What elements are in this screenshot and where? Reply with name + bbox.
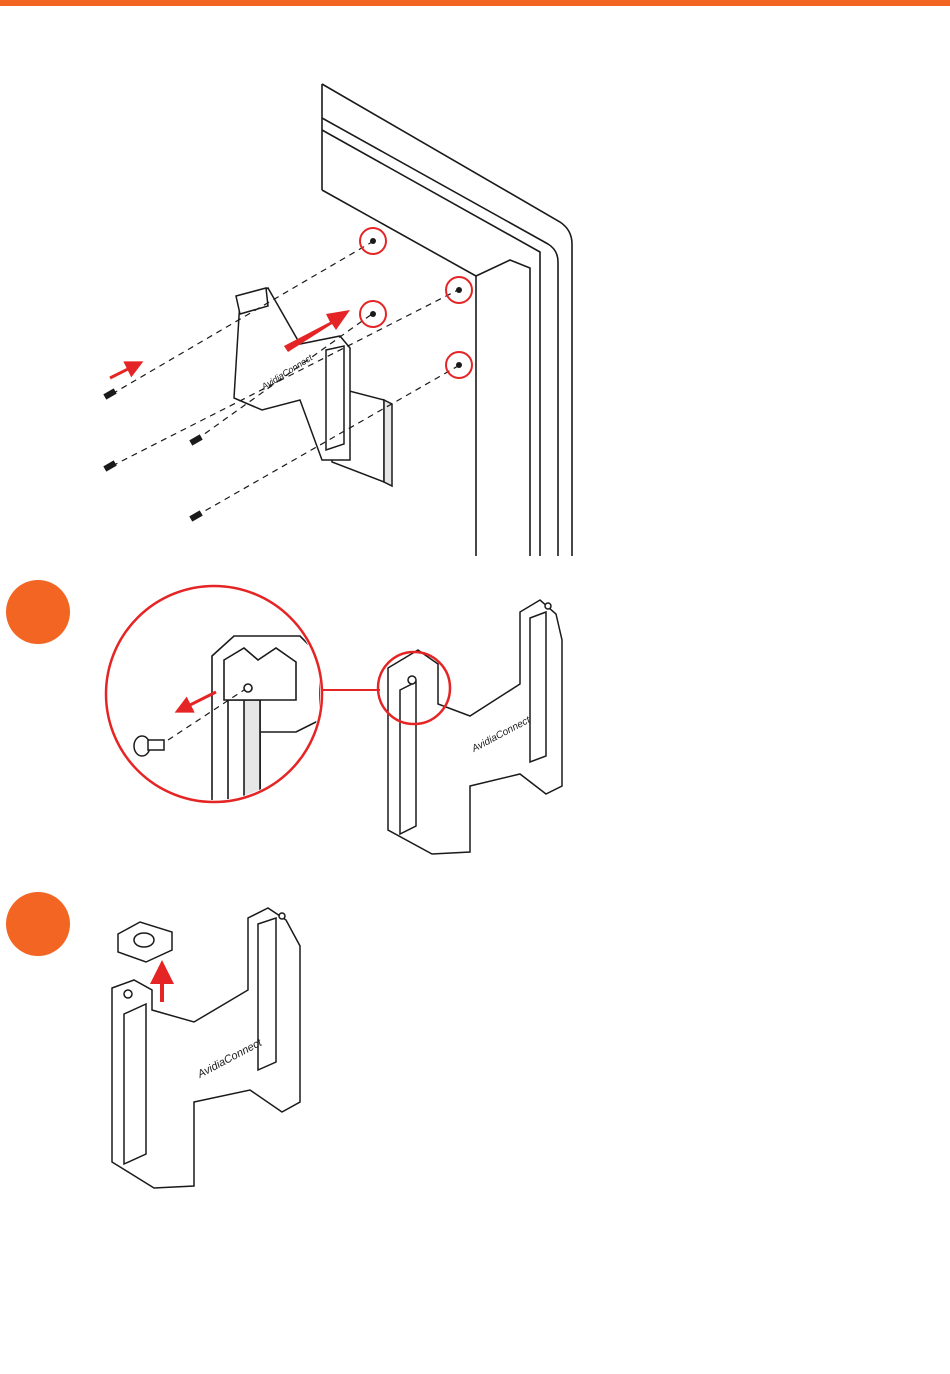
screw-icons-1: [103, 388, 202, 521]
mount-bracket-2: [388, 600, 562, 854]
zoom-detail-circle: [106, 586, 380, 820]
display-frame: [322, 84, 572, 556]
highlighted-screw-holes: [360, 228, 472, 378]
step-badge-a: [6, 580, 70, 644]
cap-piece: [118, 922, 172, 962]
mount-bracket-1: [234, 288, 392, 486]
step-badge-b: [6, 892, 70, 956]
